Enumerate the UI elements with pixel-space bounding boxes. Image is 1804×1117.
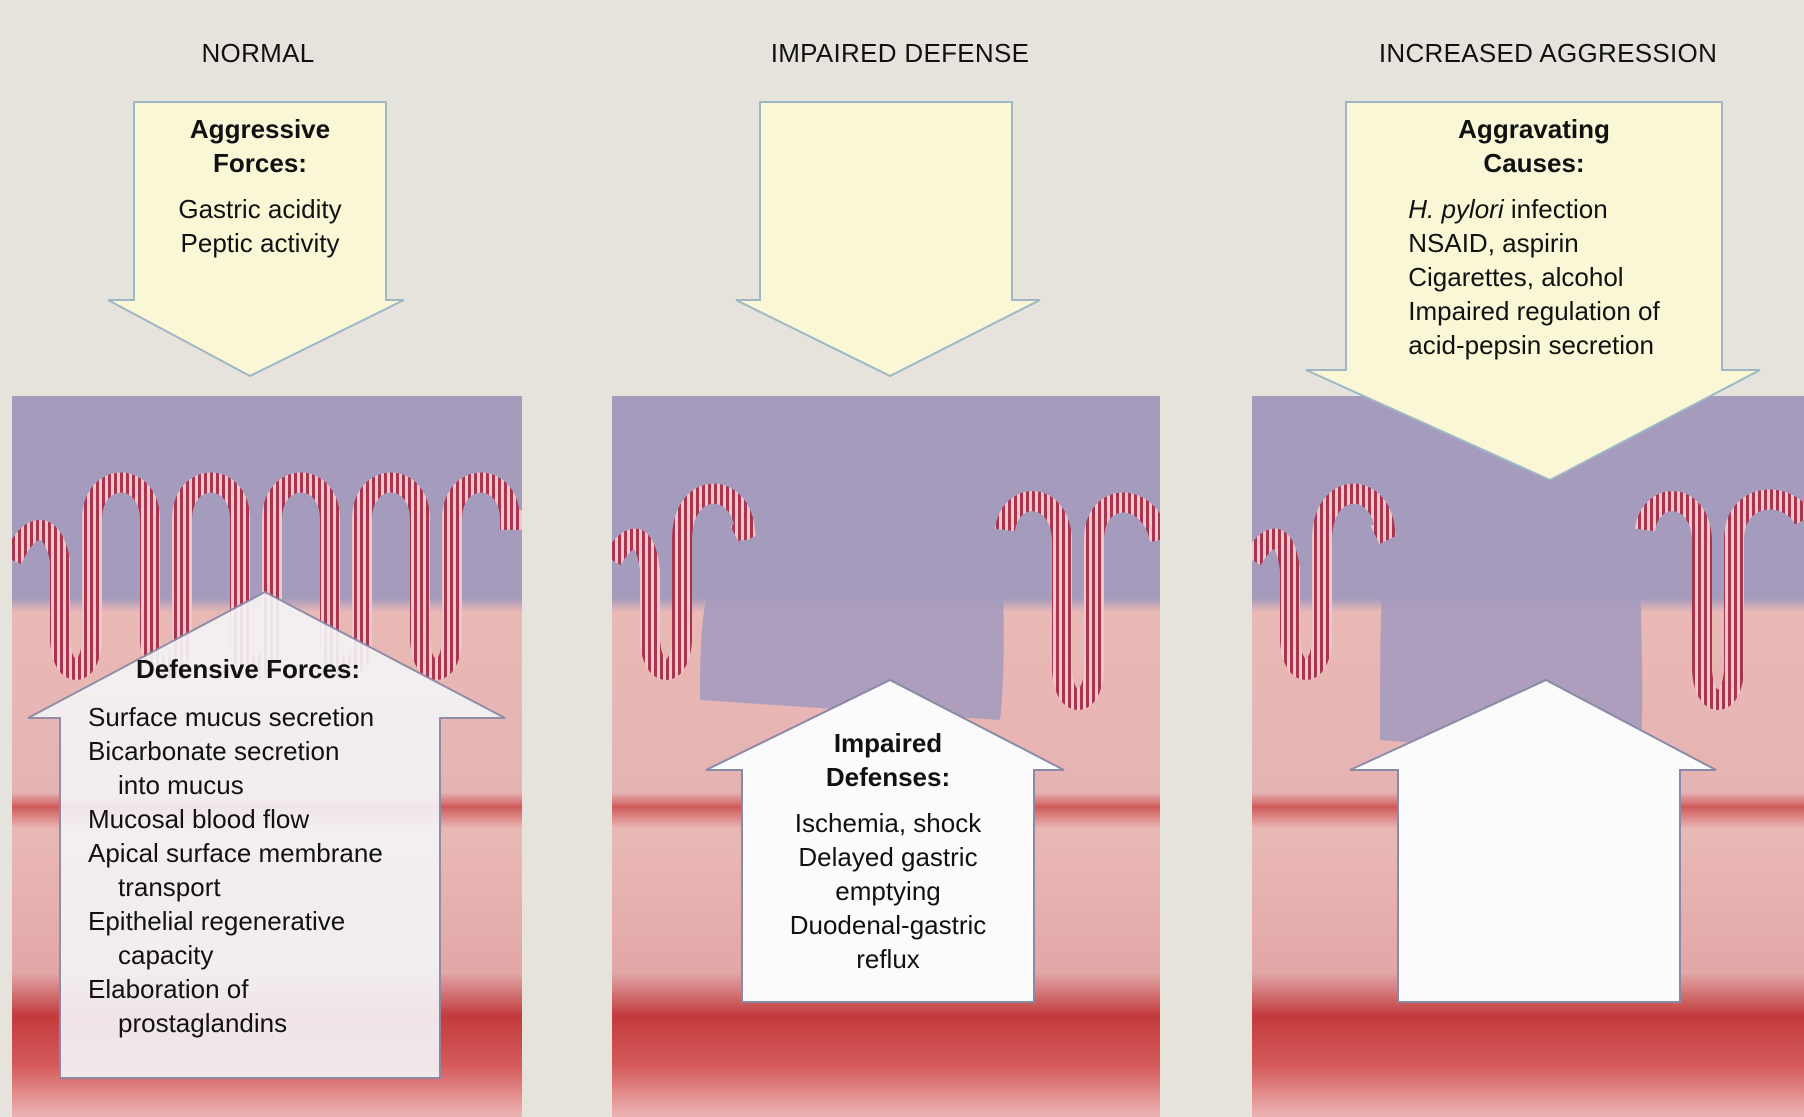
defensive-item: into mucus [88, 768, 383, 802]
aggravating-causes-label: Aggravating Causes: H. pylori infection … [1346, 112, 1722, 362]
defensive-item: Elaboration of [88, 972, 383, 1006]
impaired-defenses-heading-2: Defenses: [742, 760, 1034, 794]
aggressive-item: Peptic activity [134, 226, 386, 260]
aggravating-item: Impaired regulation of [1408, 294, 1659, 328]
aggravating-causes-list: H. pylori infection NSAID, aspirin Cigar… [1408, 192, 1659, 362]
impaired-item: Delayed gastric [742, 840, 1034, 874]
impaired-defenses-heading-1: Impaired [742, 726, 1034, 760]
aggravating-item: H. pylori infection [1408, 192, 1659, 226]
defensive-item: prostaglandins [88, 1006, 383, 1040]
aggravating-item: acid-pepsin secretion [1408, 328, 1659, 362]
defensive-item: Mucosal blood flow [88, 802, 383, 836]
infection-text: infection [1504, 194, 1608, 224]
impaired-item: emptying [742, 874, 1034, 908]
h-pylori-text: H. pylori [1408, 194, 1503, 224]
defensive-item: capacity [88, 938, 383, 972]
defensive-item: transport [88, 870, 383, 904]
defensive-item: Apical surface membrane [88, 836, 383, 870]
defensive-forces-heading: Defensive Forces: [60, 652, 450, 686]
aggressive-forces-label: Aggressive Forces: Gastric acidity Pepti… [134, 112, 386, 260]
defensive-forces-list: Surface mucus secretion Bicarbonate secr… [60, 700, 383, 1040]
defensive-item: Epithelial regenerative [88, 904, 383, 938]
aggressive-item: Gastric acidity [134, 192, 386, 226]
defensive-item: Surface mucus secretion [88, 700, 383, 734]
aggravating-item: NSAID, aspirin [1408, 226, 1659, 260]
impaired-defenses-label: Impaired Defenses: Ischemia, shock Delay… [742, 726, 1034, 976]
aggravating-causes-heading-1: Aggravating [1346, 112, 1722, 146]
impaired-item: Ischemia, shock [742, 806, 1034, 840]
defensive-item: Bicarbonate secretion [88, 734, 383, 768]
aggravating-causes-heading-2: Causes: [1346, 146, 1722, 180]
impaired-defense-top-arrow [736, 102, 1040, 376]
aggressive-forces-heading-2: Forces: [134, 146, 386, 180]
impaired-item: Duodenal-gastric [742, 908, 1034, 942]
aggravating-item: Cigarettes, alcohol [1408, 260, 1659, 294]
aggressive-forces-heading-1: Aggressive [134, 112, 386, 146]
defensive-forces-label: Defensive Forces: Surface mucus secretio… [60, 652, 450, 1040]
impaired-item: reflux [742, 942, 1034, 976]
